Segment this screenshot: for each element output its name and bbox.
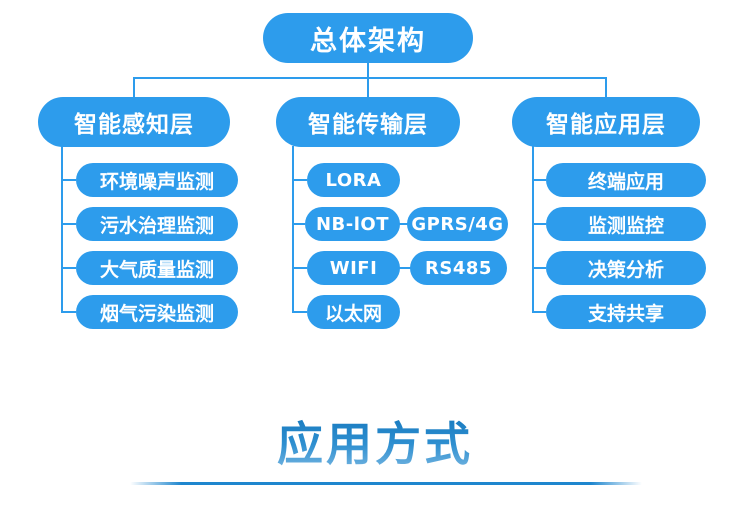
connector-stub-air-quality xyxy=(61,267,76,269)
connector-drop-perception xyxy=(133,77,135,98)
connector-spine-transmission xyxy=(292,146,294,313)
connector-stub-env-noise xyxy=(61,179,76,181)
monitoring-node: 监测监控 xyxy=(546,207,706,241)
application-layer-node: 智能应用层 xyxy=(512,97,700,147)
connector-stub-decision xyxy=(532,267,546,269)
transmission-layer-node: 智能传输层 xyxy=(276,97,460,147)
connector-stub-flue-gas xyxy=(61,311,76,313)
rs485-node: RS485 xyxy=(410,251,507,285)
perception-layer-node: 智能感知层 xyxy=(38,97,230,147)
lora-node: LORA xyxy=(307,163,400,197)
gprs-4g-node: GPRS/4G xyxy=(407,207,508,241)
connector-nbiot-gprs xyxy=(398,223,409,225)
support-sharing-node: 支持共享 xyxy=(546,295,706,329)
connector-drop-transmission xyxy=(367,77,369,98)
overall-architecture-node: 总体架构 xyxy=(263,13,473,63)
connector-spine-perception xyxy=(61,146,63,313)
connector-stub-sewage xyxy=(61,223,76,225)
decision-analysis-node: 决策分析 xyxy=(546,251,706,285)
connector-stub-monitoring xyxy=(532,223,546,225)
nb-iot-node: NB-lOT xyxy=(305,207,400,241)
ethernet-node: 以太网 xyxy=(307,295,400,329)
section-title-underline xyxy=(130,482,642,485)
terminal-app-node: 终端应用 xyxy=(546,163,706,197)
env-noise-node: 环境噪声监测 xyxy=(76,163,238,197)
connector-stub-terminal xyxy=(532,179,546,181)
connector-stub-sharing xyxy=(532,311,546,313)
connector-spine-application xyxy=(532,146,534,313)
air-quality-node: 大气质量监测 xyxy=(76,251,238,285)
flue-gas-node: 烟气污染监测 xyxy=(76,295,238,329)
connector-stub-wifi xyxy=(292,267,307,269)
connector-wifi-rs485 xyxy=(398,267,412,269)
connector-stub-lora xyxy=(292,179,307,181)
connector-root-drop xyxy=(367,61,369,78)
connector-drop-application xyxy=(605,77,607,98)
applications-section-title: 应用方式 xyxy=(0,408,750,474)
connector-stub-nbiot xyxy=(292,223,305,225)
sewage-node: 污水治理监测 xyxy=(76,207,238,241)
connector-top-horizontal xyxy=(133,77,607,79)
wifi-node: WIFI xyxy=(307,251,400,285)
connector-stub-ethernet xyxy=(292,311,307,313)
